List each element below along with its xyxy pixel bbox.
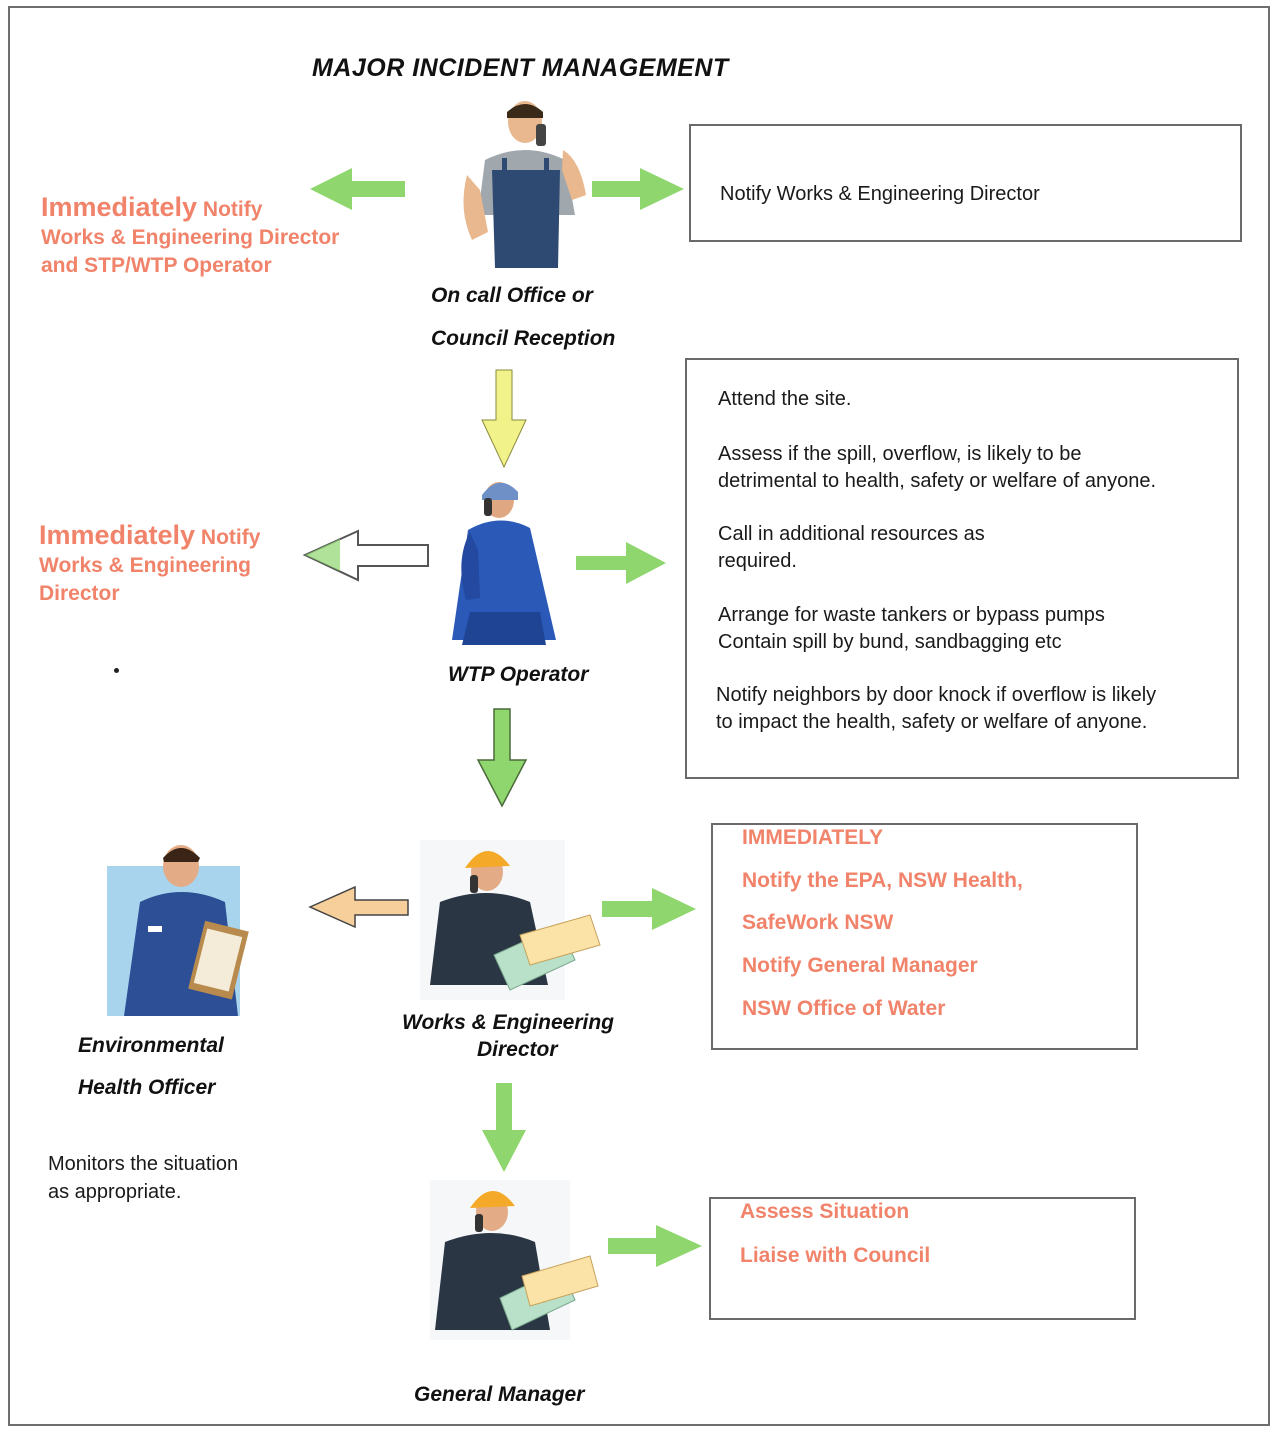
arrow-down-icon [482, 1083, 526, 1172]
gm-actions-box: Assess Situation Liaise with Council [709, 1197, 1136, 1320]
arrow-left-peach-icon [308, 885, 409, 929]
role-director-line2: Director [477, 1038, 558, 1061]
director-action-item: IMMEDIATELY [742, 826, 884, 849]
arrow-down-icon [476, 708, 528, 808]
role-wtp-operator: WTP Operator [448, 663, 589, 686]
phone-operator-figure [463, 101, 586, 268]
arrow-right-icon [592, 168, 684, 210]
notify-director-text: Notify Works & Engineering Director [720, 183, 1040, 205]
immediately-notify-2: Immediately Notify Works & Engineering D… [39, 520, 261, 605]
gm-action-item: Liaise with Council [740, 1244, 931, 1267]
technician-figure [452, 482, 556, 645]
attend-text: Attend the site. [718, 388, 852, 410]
director-action-item: Notify General Manager [742, 954, 978, 977]
director-actions-box: IMMEDIATELY Notify the EPA, NSW Health, … [711, 823, 1138, 1050]
arrow-right-icon [608, 1225, 702, 1267]
arrow-left-icon [310, 168, 405, 210]
clipboard-officer-figure [107, 845, 249, 1016]
arrow-right-icon [602, 888, 696, 930]
director-action-item: NSW Office of Water [742, 997, 946, 1020]
role-director-line1: Works & Engineering [402, 1011, 614, 1034]
role-reception-line1: On call Office or [431, 284, 593, 307]
notify-director-box: Notify Works & Engineering Director [689, 124, 1242, 242]
bullet-dot [114, 668, 119, 673]
arrow-down-yellow-icon [481, 369, 527, 469]
gm-action-item: Assess Situation [740, 1200, 910, 1223]
neighbors-text: Notify neighbors by door knock if overfl… [716, 684, 1157, 733]
hardhat-engineer-figure [420, 840, 601, 1000]
role-ehs-line1: Environmental [78, 1034, 224, 1057]
page-frame [8, 6, 1270, 1426]
hardhat-engineer-figure-gm [430, 1180, 599, 1340]
director-action-item: Notify the EPA, NSW Health, [742, 869, 1023, 892]
director-action-item: SafeWork NSW [742, 911, 894, 934]
page-title: MAJOR INCIDENT MANAGEMENT [312, 54, 729, 82]
arrow-right-icon [576, 542, 666, 584]
immediately-notify-1: Immediately Notify Works & Engineering D… [41, 192, 340, 277]
arrange-text: Arrange for waste tankers or bypass pump… [718, 604, 1105, 653]
role-ehs-line2: Health Officer [78, 1076, 216, 1099]
role-general-manager: General Manager [414, 1383, 585, 1406]
role-reception-line2: Council Reception [431, 327, 616, 350]
site-actions-box: Attend the site. Assess if the spill, ov… [685, 358, 1239, 779]
assess-text: Assess if the spill, overflow, is likely… [718, 443, 1157, 492]
